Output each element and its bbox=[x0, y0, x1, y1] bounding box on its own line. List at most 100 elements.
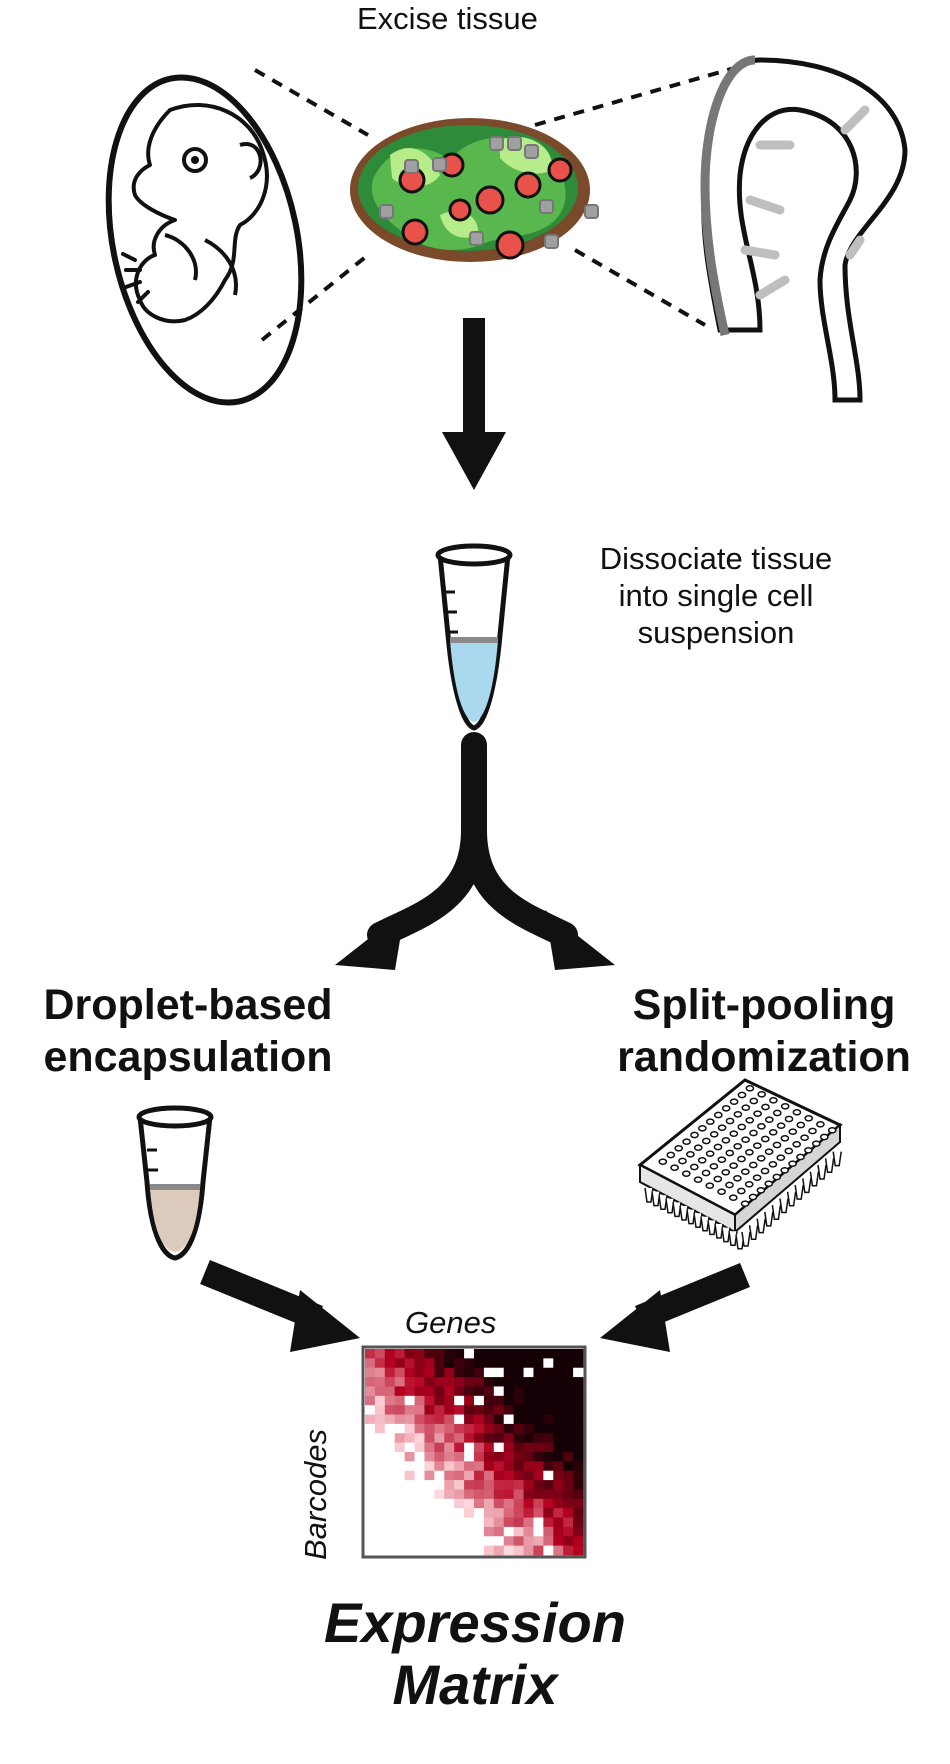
heatmap-cell bbox=[533, 1489, 544, 1500]
heatmap-cell bbox=[365, 1414, 376, 1425]
well bbox=[804, 1146, 813, 1154]
heatmap-cell bbox=[553, 1480, 564, 1490]
heatmap-cell bbox=[394, 1452, 406, 1462]
heatmap-cell bbox=[474, 1498, 485, 1509]
heatmap-cell bbox=[543, 1545, 554, 1556]
heatmap-cell bbox=[365, 1349, 376, 1359]
heatmap-cell bbox=[523, 1358, 534, 1369]
heatmap-cell bbox=[563, 1433, 574, 1444]
well-tip bbox=[786, 1191, 797, 1207]
heatmap-cell bbox=[543, 1377, 554, 1387]
dissociate-line-1: Dissociate tissue bbox=[599, 541, 833, 576]
heatmap-cell bbox=[394, 1349, 406, 1359]
heatmap-cell bbox=[563, 1405, 574, 1415]
heatmap-cell bbox=[424, 1545, 435, 1556]
heatmap-cell bbox=[563, 1517, 574, 1528]
well bbox=[690, 1131, 699, 1139]
heatmap-cell bbox=[493, 1545, 505, 1556]
heatmap-cell bbox=[424, 1526, 435, 1537]
heatmap-cell bbox=[384, 1358, 396, 1369]
heatmap-cell bbox=[523, 1433, 534, 1444]
heatmap-cell bbox=[474, 1386, 485, 1397]
heatmap-cell bbox=[404, 1386, 415, 1397]
heatmap-cell bbox=[384, 1395, 396, 1406]
well bbox=[717, 1156, 727, 1164]
heatmap-cell bbox=[563, 1536, 574, 1547]
heatmap-cell bbox=[394, 1405, 406, 1415]
well bbox=[725, 1181, 734, 1189]
heatmap-cell bbox=[513, 1423, 524, 1434]
well bbox=[741, 1104, 751, 1112]
heatmap-cell bbox=[404, 1545, 415, 1556]
heatmap-cell bbox=[434, 1452, 445, 1462]
well bbox=[733, 1174, 742, 1182]
heatmap-cell bbox=[464, 1386, 475, 1397]
heatmap-cell bbox=[523, 1405, 534, 1415]
heatmap-cell bbox=[464, 1377, 475, 1387]
heatmap-cell bbox=[474, 1349, 485, 1359]
well bbox=[788, 1128, 798, 1136]
well bbox=[768, 1128, 778, 1136]
heatmap-cell bbox=[444, 1377, 455, 1387]
heatmap-cell bbox=[365, 1498, 376, 1509]
heatmap-cell bbox=[394, 1508, 406, 1518]
well-tip bbox=[794, 1184, 804, 1200]
heatmap-cell bbox=[553, 1452, 564, 1462]
heatmap-cell bbox=[434, 1536, 445, 1547]
heatmap-cell bbox=[533, 1461, 544, 1472]
well bbox=[701, 1137, 711, 1145]
heatmap-cell bbox=[394, 1470, 406, 1481]
heatmap-cell bbox=[563, 1526, 574, 1537]
heatmap-cell bbox=[493, 1508, 505, 1518]
heatmap-cell bbox=[464, 1470, 475, 1481]
heatmap-cell bbox=[543, 1433, 554, 1444]
heatmap-cell bbox=[414, 1452, 425, 1462]
heatmap-cell bbox=[563, 1442, 574, 1453]
heatmap-cell bbox=[503, 1536, 515, 1547]
heatmap-cell bbox=[503, 1423, 515, 1434]
heatmap-cell bbox=[493, 1358, 505, 1369]
heatmap-cell bbox=[563, 1498, 574, 1509]
well bbox=[760, 1167, 770, 1175]
heatmap-cell bbox=[464, 1526, 475, 1537]
heatmap-cell bbox=[513, 1367, 524, 1378]
heatmap-cell bbox=[503, 1414, 515, 1425]
heatmap-cell bbox=[424, 1470, 435, 1481]
well bbox=[757, 1122, 766, 1130]
heatmap-cell bbox=[434, 1367, 445, 1378]
heatmap-cell bbox=[384, 1414, 396, 1425]
embryo-icon bbox=[105, 74, 305, 406]
heatmap-cell bbox=[513, 1545, 524, 1556]
heatmap-cell bbox=[513, 1452, 524, 1462]
well bbox=[725, 1117, 735, 1125]
heatmap-cell bbox=[563, 1423, 574, 1434]
heatmap-cell bbox=[543, 1367, 554, 1378]
heatmap-cell bbox=[543, 1386, 554, 1397]
kidney-icon bbox=[700, 55, 908, 403]
heatmap-cell bbox=[424, 1433, 435, 1444]
heatmap-cell bbox=[394, 1442, 406, 1453]
heatmap-cell bbox=[404, 1480, 415, 1490]
heatmap-cell bbox=[533, 1470, 544, 1481]
heatmap-cell bbox=[365, 1489, 376, 1500]
heatmap-cell bbox=[374, 1358, 386, 1369]
heatmap-cell bbox=[474, 1508, 485, 1518]
heatmap-cell bbox=[424, 1423, 435, 1434]
heatmap-cell bbox=[553, 1433, 564, 1444]
well bbox=[713, 1111, 723, 1119]
heatmap-cell bbox=[464, 1461, 475, 1472]
well bbox=[737, 1123, 747, 1131]
heatmap-cell bbox=[553, 1442, 564, 1453]
heatmap-cell bbox=[523, 1395, 534, 1406]
heatmap-cell bbox=[414, 1395, 425, 1406]
heatmap-cell bbox=[543, 1395, 554, 1406]
heatmap-cell bbox=[533, 1349, 544, 1359]
well bbox=[756, 1186, 766, 1194]
matrix-x-label: Genes bbox=[405, 1305, 497, 1340]
heatmap-cell bbox=[533, 1358, 544, 1369]
heatmap-cell bbox=[523, 1498, 534, 1509]
heatmap-cell bbox=[384, 1349, 396, 1359]
step-dissociate-label: Dissociate tissue into single cell suspe… bbox=[556, 540, 876, 652]
heatmap-cell bbox=[493, 1470, 505, 1481]
heatmap-cell bbox=[474, 1545, 485, 1556]
